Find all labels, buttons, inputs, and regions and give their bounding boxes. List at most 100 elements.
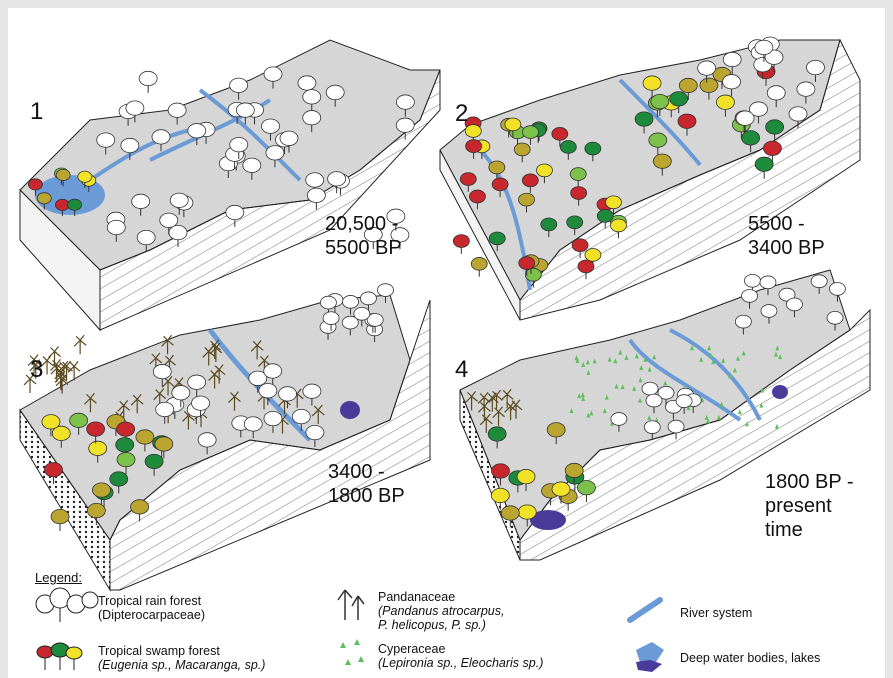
tree-icon [487, 426, 507, 449]
tree-icon [167, 102, 187, 125]
sedge-icon [586, 412, 591, 418]
tree-icon [469, 189, 486, 210]
tree-icon [491, 463, 510, 486]
tree-icon [569, 167, 587, 187]
sedge-icon [699, 356, 704, 362]
tree-icon [366, 313, 384, 333]
tree-icon [488, 231, 506, 252]
legend-swampforest: Tropical swamp forest (Eugenia sp., Maca… [98, 644, 265, 672]
tree-icon [766, 85, 786, 108]
tree-icon [322, 311, 340, 331]
tree-icon [115, 437, 135, 460]
palm-icon [73, 334, 87, 355]
tree-icon [504, 117, 522, 138]
tree-icon [669, 91, 689, 114]
sedge-icon [727, 373, 732, 379]
tree-icon [645, 393, 663, 414]
tree-icon [470, 257, 488, 277]
tree-icon [51, 425, 71, 448]
palm-icon [228, 391, 241, 411]
tree-icon [395, 117, 415, 140]
tree-icon [258, 383, 278, 406]
sedge-icon [620, 384, 625, 390]
legend-pandanaceae: Pandanaceae (Pandanus atrocarpus, P. hel… [378, 590, 504, 632]
tree-icon [566, 215, 584, 236]
tree-icon [131, 193, 151, 216]
sedge-icon [663, 380, 668, 386]
tree-icon [652, 153, 672, 176]
tree-icon [305, 424, 325, 447]
tree-icon [96, 132, 116, 155]
stage-1-number: 1 [30, 98, 44, 125]
tree-icon [546, 422, 566, 445]
legend-cyperaceae: Cyperaceae (Lepironia sp., Eleocharis sp… [378, 642, 543, 670]
palm-icon [67, 360, 81, 381]
tree-icon [67, 198, 83, 216]
tree-icon [242, 157, 262, 180]
tree-icon [667, 419, 685, 440]
tree-icon [169, 192, 189, 215]
tree-icon [722, 74, 741, 97]
block-4-front [519, 308, 871, 561]
palm-icon [250, 339, 264, 360]
tree-icon [677, 113, 697, 136]
tree-icon [829, 282, 846, 302]
sedge-icon [707, 345, 712, 351]
tree-icon [248, 370, 268, 393]
legend-pandanaceae-detail: (Pandanus atrocarpus, [378, 604, 505, 618]
sedge-icon [690, 345, 695, 351]
tree-icon [243, 416, 263, 439]
tree-icon [699, 77, 719, 100]
tree-icon [168, 224, 188, 247]
tree-icon [610, 412, 628, 432]
block-3-front [109, 299, 431, 591]
tree-icon [130, 499, 149, 522]
sedge-icon [618, 349, 623, 355]
sedge-icon [638, 377, 643, 383]
legend-rainforest: Tropical rain forest (Dipterocarpaceae) [98, 594, 205, 622]
tree-icon [678, 77, 698, 100]
tree-icon [657, 385, 675, 406]
tree-icon [559, 140, 577, 160]
tree-icon [116, 421, 136, 444]
sedge-icon [581, 395, 586, 401]
tree-icon [564, 462, 584, 485]
sedge-icon [589, 410, 594, 416]
legend-symbol-rainforest [35, 587, 99, 622]
tree-icon [765, 119, 785, 142]
tree-icon [44, 462, 63, 485]
sedge-icon [716, 414, 721, 420]
palm-icon [182, 410, 195, 430]
tree-icon [786, 297, 803, 318]
palm-icon [172, 377, 186, 397]
palm-icon [153, 388, 167, 408]
palm-icon [490, 389, 503, 410]
sedge-icon [592, 358, 597, 364]
tree-icon [551, 481, 571, 504]
tree-icon [826, 311, 844, 331]
tree-icon [722, 51, 742, 74]
sedge-icon [774, 423, 779, 429]
sedge-icon [585, 359, 590, 365]
palm-icon [54, 367, 67, 388]
tree-icon [109, 471, 129, 494]
sedge-icon [639, 365, 644, 371]
sedge-icon [760, 387, 765, 393]
legend-symbol-lake [636, 642, 664, 672]
legend-pandanaceae-name: Pandanaceae [378, 590, 456, 604]
sedge-icon [574, 354, 579, 360]
sedge-icon [610, 420, 615, 426]
tree-icon [263, 410, 283, 433]
tree-icon [735, 110, 755, 133]
tree-icon [320, 295, 337, 316]
block-4-river [628, 328, 762, 422]
palm-icon [161, 375, 175, 396]
palm-icon [117, 399, 131, 420]
palm-icon [477, 392, 491, 412]
tree-icon [229, 137, 249, 160]
palm-icon [163, 354, 176, 375]
tree-icon [154, 436, 174, 459]
tree-icon [390, 227, 410, 250]
tree-icon [491, 177, 509, 198]
tree-icon [125, 100, 145, 123]
